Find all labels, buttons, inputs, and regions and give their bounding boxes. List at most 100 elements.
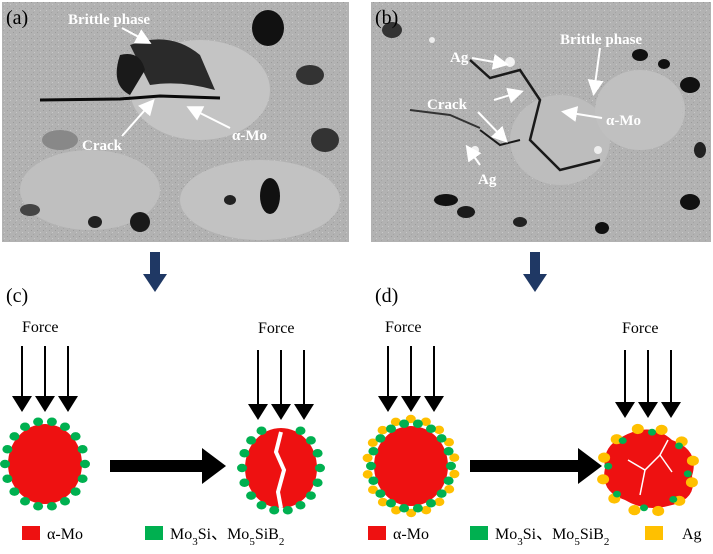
panel-b-ag-top-label: Ag (450, 50, 469, 66)
force-arrows-c-right (248, 350, 314, 420)
panel-d-force-left: Force (385, 319, 421, 336)
ag-particle (685, 477, 698, 488)
legend-swatch-alpha-mo (22, 526, 40, 540)
silicide-particle (675, 442, 683, 450)
grain-c-cracked (237, 426, 325, 515)
silicide-particle (386, 498, 396, 508)
ag-particle (367, 438, 378, 447)
silicide-particle (312, 449, 323, 458)
panel-b-ag-bottom-label: Ag (478, 172, 497, 188)
panel-d-label: (d) (375, 285, 398, 307)
silicide-particle (9, 432, 20, 441)
silicide-particle (375, 489, 386, 498)
legend-swatch-alpha-mo (368, 526, 386, 540)
silicide-particle (239, 478, 250, 487)
ag-particle (390, 417, 401, 427)
silicide-particle (412, 504, 423, 513)
panel-c-force-right: Force (258, 320, 294, 337)
silicide-particle (60, 496, 70, 506)
silicide-particle (366, 461, 376, 471)
silicide-particle (315, 463, 325, 473)
silicide-particle (368, 476, 379, 485)
silicide-particle (443, 476, 454, 485)
silicide-particle (305, 436, 316, 445)
silicide-particle (312, 478, 323, 487)
silicide-particle (33, 417, 44, 426)
silicide-particle (77, 445, 88, 454)
force-arrows-c-left (12, 346, 78, 412)
ag-particle (362, 453, 373, 463)
silicide-particle (305, 491, 316, 500)
ag-particle (368, 485, 378, 494)
silicide-particle (60, 422, 70, 432)
grain-c-intact (0, 417, 90, 511)
silicide-particle (412, 419, 423, 428)
silicide-particle (2, 474, 13, 483)
ag-particle (449, 469, 460, 479)
silicide-particle (80, 459, 90, 469)
down-arrow-icon (143, 252, 167, 292)
silicide-particle (20, 422, 30, 432)
ag-particle (444, 438, 454, 447)
panel-c-force-left: Force (22, 319, 58, 336)
silicide-particle (256, 426, 267, 436)
silicide-particle (399, 504, 410, 513)
ag-particle (631, 423, 644, 435)
panel-a-label: (a) (6, 7, 28, 29)
legend-c-alpha-mo: α-Mo (47, 526, 83, 543)
legend-swatch-ag (645, 526, 663, 540)
legend-d-silicides: Mo3Si、Mo5SiB2 (495, 526, 609, 548)
legend-swatch-silicide (145, 526, 163, 540)
silicide-particle (399, 419, 410, 428)
panel-c-label: (c) (6, 285, 28, 307)
silicide-particle (246, 436, 257, 445)
ag-particle (434, 425, 445, 435)
silicide-particle (20, 496, 30, 506)
ag-particle (420, 417, 431, 427)
panel-d-force-right: Force (622, 320, 658, 337)
big-right-arrow-icon (470, 448, 602, 484)
silicide-particle (46, 502, 57, 511)
silicide-particle (426, 498, 436, 508)
silicide-particle (669, 496, 678, 503)
silicide-particle (70, 487, 81, 496)
ag-particle (421, 505, 432, 515)
ag-particle (444, 485, 455, 494)
silicide-particle (648, 428, 656, 436)
ag-particle (406, 508, 417, 518)
legend-d-alpha-mo: α-Mo (393, 526, 429, 543)
silicide-particle (446, 461, 456, 471)
silicide-particle (386, 424, 396, 434)
silicide-particle (640, 504, 648, 512)
silicide-particle (256, 500, 267, 510)
force-arrows-d-right (615, 350, 681, 418)
micrograph-a (2, 2, 349, 242)
silicide-particle (46, 417, 57, 426)
legend-swatch-silicide (470, 526, 488, 540)
silicide-particle (239, 449, 250, 458)
panel-b-label: (b) (375, 7, 398, 29)
silicide-particle (618, 437, 627, 444)
silicide-particle (237, 463, 247, 473)
silicide-particle (683, 470, 692, 478)
ag-particle (377, 497, 388, 507)
silicide-particle (604, 462, 613, 470)
ag-particle (405, 414, 416, 424)
silicide-particle (70, 432, 81, 441)
panel-b-brittle-phase-label: Brittle phase (560, 32, 642, 48)
micrograph-b (371, 2, 711, 242)
ag-particle (597, 474, 610, 485)
silicide-particle (282, 506, 293, 515)
big-right-arrow-icon (110, 448, 226, 484)
silicide-particle (269, 506, 280, 515)
silicide-particle (426, 424, 436, 434)
ag-particle (434, 497, 445, 507)
legend-d: α-Mo Mo3Si、Mo5SiB2 Ag (368, 526, 702, 548)
silicide-particle (295, 426, 306, 436)
silicide-particle (295, 500, 306, 510)
silicide-particle (77, 474, 88, 483)
silicide-particle (613, 490, 621, 498)
silicide-particle (443, 447, 454, 456)
silicide-particle (2, 445, 13, 454)
